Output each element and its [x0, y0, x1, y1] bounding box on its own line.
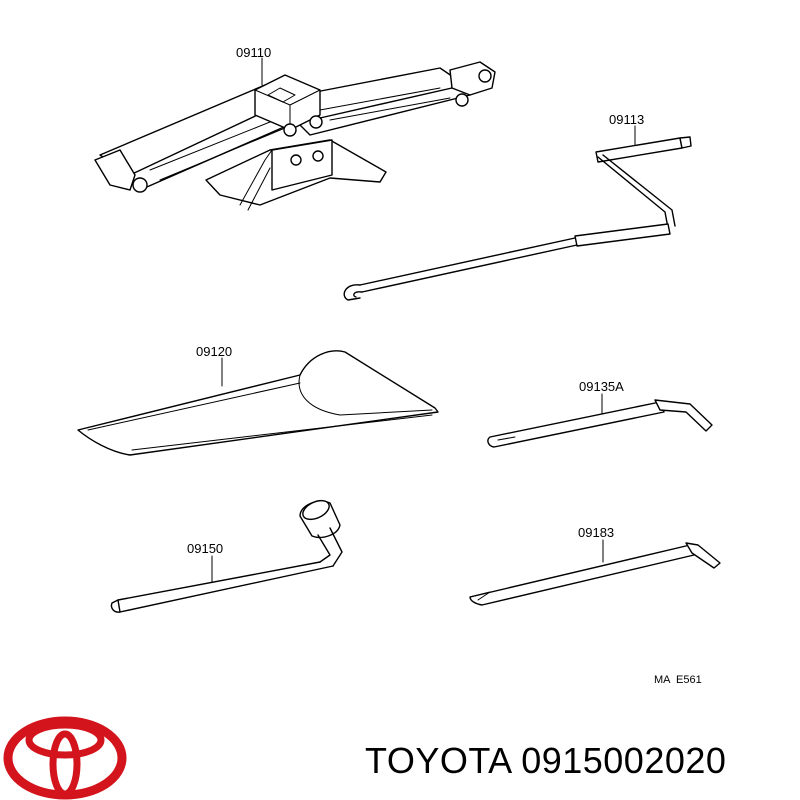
label-09150: 09150 [187, 541, 223, 556]
label-09135A: 09135A [579, 379, 624, 394]
pry-bar-drawing: 09183 [469, 525, 721, 606]
label-09120: 09120 [196, 344, 232, 359]
label-09113: 09113 [609, 112, 644, 127]
toyota-logo-icon [3, 716, 127, 800]
jack-handle-drawing: 09113 [343, 112, 692, 301]
brand-part-number: TOYOTA 0915002020 [365, 740, 727, 781]
label-09183: 09183 [578, 525, 614, 540]
diagram-code: MA E561 [654, 674, 702, 686]
wheel-wrench-drawing: 09150 [110, 499, 343, 613]
label-09110: 09110 [236, 45, 271, 60]
scissor-jack-drawing: 09110 [94, 45, 496, 211]
bar-drawing: 09135A [487, 379, 713, 448]
tool-bag-drawing: 09120 [77, 344, 439, 456]
